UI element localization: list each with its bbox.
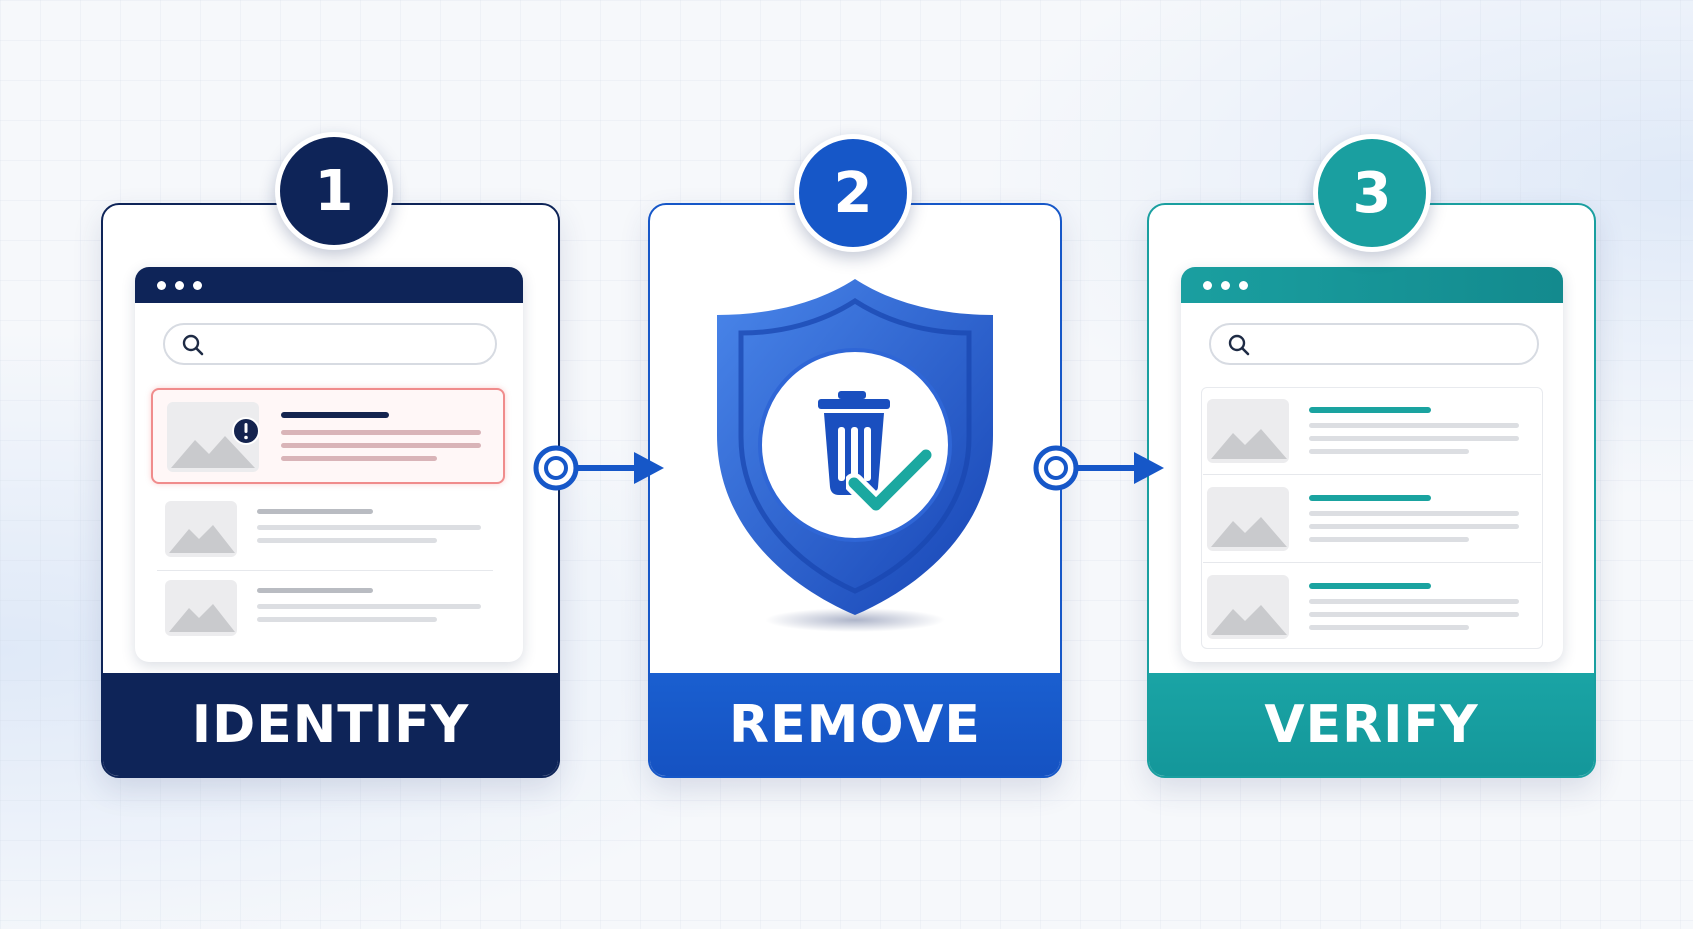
step-label: REMOVE [650, 673, 1060, 776]
text-line [257, 617, 437, 622]
text-line [1309, 612, 1519, 617]
window-dot [157, 280, 166, 290]
text-line [1309, 511, 1519, 516]
title-line [1309, 407, 1431, 413]
image-placeholder-icon [1207, 399, 1289, 463]
text-line [257, 525, 481, 530]
checkmark-icon [846, 447, 936, 515]
row-divider [157, 570, 493, 571]
result-row [157, 576, 501, 662]
image-placeholder-icon [1207, 575, 1289, 639]
flagged-result-row [151, 388, 505, 484]
image-placeholder-icon [165, 580, 237, 636]
search-icon [1228, 334, 1250, 356]
text-line [1309, 423, 1519, 428]
result-row [1203, 483, 1533, 571]
text-line [281, 456, 437, 461]
result-row [1203, 571, 1533, 659]
window-dot [1221, 280, 1230, 290]
text-line [1309, 599, 1519, 604]
title-line [1309, 583, 1431, 589]
result-row [157, 497, 501, 585]
image-placeholder-icon [165, 501, 237, 557]
results-list [1201, 387, 1543, 649]
remove-card: REMOVE [648, 203, 1062, 778]
title-line [281, 412, 389, 418]
title-line [1309, 495, 1431, 501]
window-dot [1203, 280, 1212, 290]
arrow-right-icon [1033, 445, 1164, 491]
window-dot [1239, 280, 1248, 290]
search-bar [163, 323, 497, 365]
browser-titlebar [1181, 267, 1563, 303]
step-label: VERIFY [1149, 673, 1594, 776]
window-dot [193, 280, 202, 290]
text-line [257, 604, 481, 609]
step-label: IDENTIFY [103, 673, 558, 776]
browser-titlebar [135, 267, 523, 303]
row-divider [1203, 562, 1541, 563]
browser-window [135, 267, 523, 662]
title-line [257, 509, 373, 514]
browser-window [1181, 267, 1563, 662]
text-line [1309, 436, 1519, 441]
identify-card: IDENTIFY [101, 203, 560, 778]
step-number-badge: 2 [794, 134, 912, 252]
step-number-badge: 1 [275, 132, 393, 250]
text-line [281, 430, 481, 435]
image-placeholder-icon [1207, 487, 1289, 551]
text-line [257, 538, 437, 543]
text-line [1309, 537, 1469, 542]
trash-icon [818, 391, 890, 495]
text-line [1309, 449, 1469, 454]
text-line [1309, 625, 1469, 630]
search-bar [1209, 323, 1539, 365]
window-dot [175, 280, 184, 290]
row-divider [1203, 474, 1541, 475]
search-icon [182, 334, 204, 356]
image-placeholder-icon [167, 402, 259, 472]
verify-card: VERIFY [1147, 203, 1596, 778]
result-row [1203, 395, 1533, 483]
text-line [281, 443, 481, 448]
arrow-right-icon [533, 445, 664, 491]
exclamation-icon [232, 417, 260, 445]
step-number-badge: 3 [1313, 134, 1431, 252]
text-line [1309, 524, 1519, 529]
title-line [257, 588, 373, 593]
